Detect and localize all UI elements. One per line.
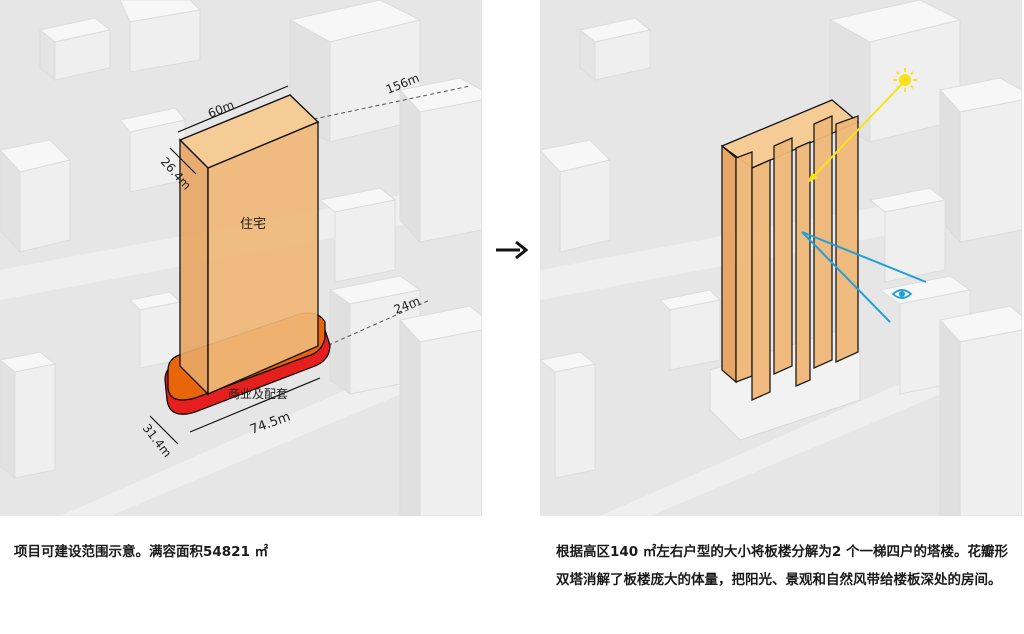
site-envelope-caption: 项目可建设范围示意。满容面积54821 ㎡: [14, 544, 269, 560]
site-envelope-drawing: 住宅 商业及配套 60m 26.4m 156m 24m 74.5m 31.4m: [0, 0, 482, 516]
sun-icon: [893, 68, 917, 92]
podium-depth-label: 31.4m: [140, 421, 175, 460]
twin-tower-drawing: [540, 0, 1022, 516]
site-envelope-diagram: 住宅 商业及配套 60m 26.4m 156m 24m 74.5m 31.4m: [0, 0, 482, 516]
width-dimension-label: 60m: [206, 98, 236, 121]
twin-tower-caption: 根据高区140 ㎡左右户型的大小将板楼分解为2 个一梯四户的塔楼。花瓣形双塔消解…: [556, 544, 1008, 588]
eye-icon: [891, 289, 913, 299]
residential-label: 住宅: [240, 217, 266, 232]
twin-tower-diagram: [540, 0, 1022, 516]
commercial-label: 商业及配套: [228, 386, 288, 401]
right-arrow-icon: [496, 240, 528, 260]
